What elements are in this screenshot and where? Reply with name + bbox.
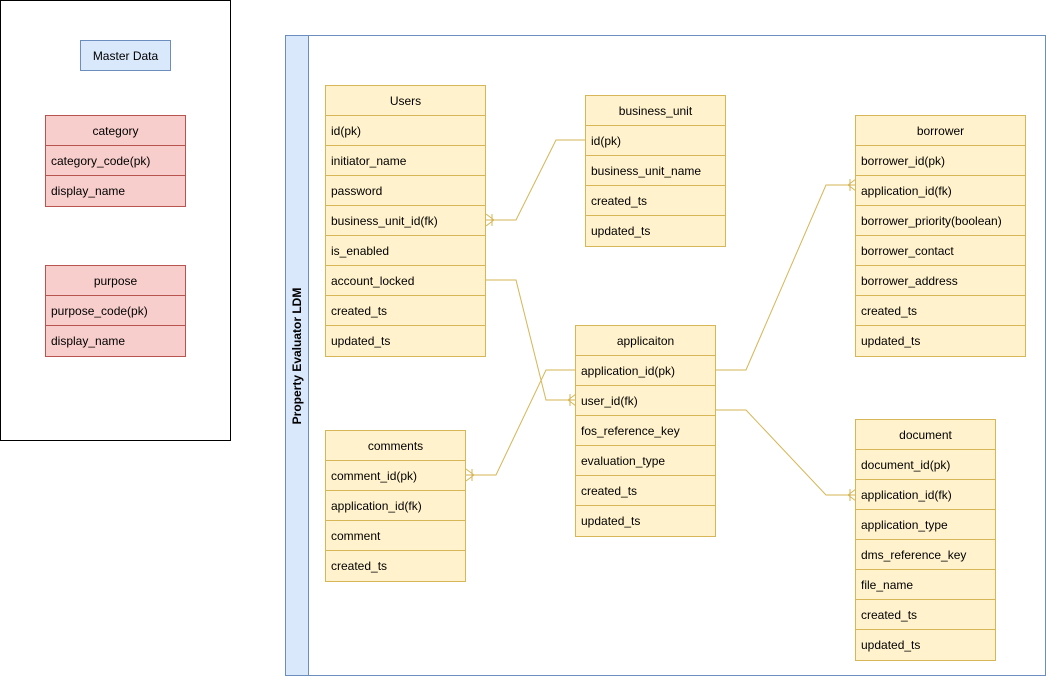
entity-field: application_type	[856, 510, 995, 540]
entity-field: created_ts	[331, 559, 388, 573]
entity-header: borrower	[856, 116, 1025, 146]
ldm-title-strip[interactable]: Property Evaluator LDM	[285, 35, 309, 676]
entity-field: borrower_id(pk)	[856, 146, 1025, 176]
entity-field: evaluation_type	[576, 446, 715, 476]
entity-field: application_id(pk)	[576, 356, 715, 386]
entity-field: application_id(fk)	[856, 176, 1025, 206]
entity-header: business_unit	[586, 96, 725, 126]
entity-field: is_enabled	[326, 236, 485, 266]
entity-field: category_code(pk)	[46, 146, 185, 176]
entity-borrower[interactable]: borrower borrower_id(pk) application_id(…	[855, 115, 1026, 357]
relation-users-application	[486, 279, 576, 401]
entity-field: initiator_name	[326, 146, 485, 176]
entity-field: file_name	[856, 570, 995, 600]
entity-field: fos_reference_key	[576, 416, 715, 446]
entity-field: comment	[326, 521, 465, 551]
entity-field: updated_ts	[861, 638, 921, 652]
crowfoot-icon	[485, 213, 495, 227]
entity-field: id(pk)	[586, 126, 725, 156]
entity-field: borrower_contact	[856, 236, 1025, 266]
crowfoot-icon	[567, 393, 577, 407]
crowfoot-icon	[847, 488, 857, 502]
entity-field: display_name	[51, 334, 126, 348]
entity-business-unit[interactable]: business_unit id(pk) business_unit_name …	[585, 95, 726, 247]
entity-document[interactable]: document document_id(pk) application_id(…	[855, 419, 996, 661]
entity-field: updated_ts	[861, 334, 921, 348]
entity-field: purpose_code(pk)	[46, 296, 185, 326]
entity-field: display_name	[51, 184, 126, 198]
master-data-label[interactable]: Master Data	[80, 40, 171, 71]
entity-field: password	[326, 176, 485, 206]
entity-header: document	[856, 420, 995, 450]
entity-field: updated_ts	[331, 334, 391, 348]
entity-header: comments	[326, 431, 465, 461]
entity-field: document_id(pk)	[856, 450, 995, 480]
entity-field: application_id(fk)	[326, 491, 465, 521]
entity-header: applicaiton	[576, 326, 715, 356]
entity-field: application_id(fk)	[856, 480, 995, 510]
entity-field: dms_reference_key	[856, 540, 995, 570]
entity-field: created_ts	[576, 476, 715, 506]
entity-field: borrower_address	[856, 266, 1025, 296]
entity-header: purpose	[46, 266, 185, 296]
entity-field: business_unit_name	[586, 156, 725, 186]
relation-application-comments	[466, 369, 576, 476]
entity-header: Users	[326, 86, 485, 116]
master-data-frame	[0, 0, 231, 441]
entity-users[interactable]: Users id(pk) initiator_name password bus…	[325, 85, 486, 357]
entity-field: comment_id(pk)	[326, 461, 465, 491]
entity-purpose[interactable]: purpose purpose_code(pk) display_name	[45, 265, 186, 357]
entity-comments[interactable]: comments comment_id(pk) application_id(f…	[325, 430, 466, 582]
entity-field: business_unit_id(fk)	[326, 206, 485, 236]
entity-field: user_id(fk)	[576, 386, 715, 416]
entity-header: category	[46, 116, 185, 146]
entity-field: updated_ts	[581, 514, 641, 528]
crowfoot-icon	[847, 178, 857, 192]
entity-category[interactable]: category category_code(pk) display_name	[45, 115, 186, 207]
entity-field: created_ts	[856, 600, 995, 630]
entity-application[interactable]: applicaiton application_id(pk) user_id(f…	[575, 325, 716, 537]
entity-field: account_locked	[326, 266, 485, 296]
entity-field: updated_ts	[591, 224, 651, 238]
entity-field: created_ts	[856, 296, 1025, 326]
relation-users-business-unit	[486, 139, 586, 221]
crowfoot-icon	[465, 468, 475, 482]
relation-application-borrower	[716, 184, 856, 371]
entity-field: created_ts	[586, 186, 725, 216]
relation-application-document	[716, 409, 856, 496]
entity-field: borrower_priority(boolean)	[856, 206, 1025, 236]
entity-field: created_ts	[326, 296, 485, 326]
entity-field: id(pk)	[326, 116, 485, 146]
